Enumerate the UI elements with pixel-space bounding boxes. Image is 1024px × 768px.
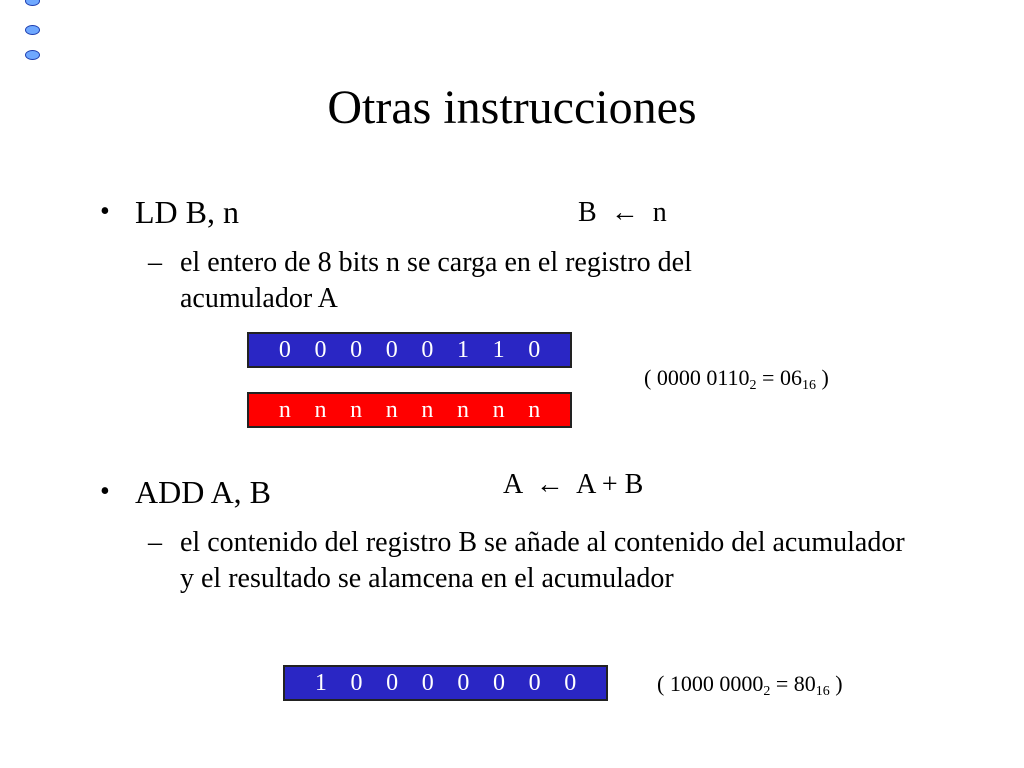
formula-ld: B ← n — [578, 197, 667, 228]
sub-add: el contenido del registro B se añade al … — [180, 527, 905, 594]
left-arrow-icon: ← — [610, 197, 639, 228]
decor-circle-icon — [25, 50, 40, 60]
bullet-dot: • — [100, 196, 110, 227]
dash: – — [148, 247, 162, 278]
formula-add: A ← A + B — [503, 469, 644, 500]
bullet-dot: • — [100, 476, 110, 507]
left-arrow-icon: ← — [535, 469, 564, 500]
bullet-add: ADD A, B — [135, 474, 272, 510]
note-add: ( 1000 00002 = 8016 ) — [657, 671, 843, 699]
slide-title: Otras instrucciones — [327, 81, 697, 134]
sub-ld: el entero de 8 bits n se carga en el reg… — [180, 247, 692, 314]
note-ld: ( 0000 01102 = 0616 ) — [644, 365, 829, 393]
dash: – — [148, 527, 162, 558]
decor-circle-icon — [25, 0, 40, 6]
decor-circle-icon — [25, 25, 40, 35]
bullet-ld: LD B, n — [135, 194, 239, 230]
